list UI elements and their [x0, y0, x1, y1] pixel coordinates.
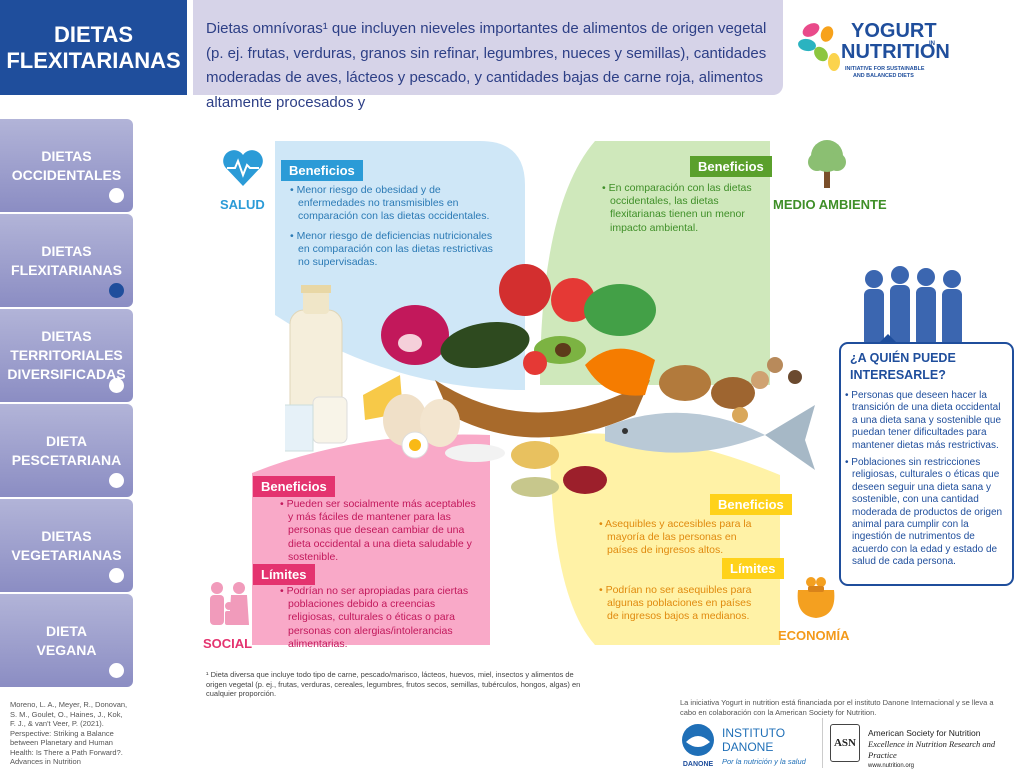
ambiente-benefits-list: • En comparación con las dietas occident…	[600, 182, 765, 241]
audience-item-2: • Poblaciones sin restricciones religios…	[845, 457, 1003, 568]
economia-benefits-chip: Beneficios	[710, 494, 792, 515]
radio-indicator	[109, 473, 124, 488]
food-basket-illustration	[285, 264, 815, 497]
social-benefit-1: • Pueden ser socialmente más aceptables …	[280, 498, 476, 563]
economia-limit-1: • Podrían no ser asequibles para algunas…	[599, 584, 752, 623]
social-limits-list: • Podrían no ser apropiadas para ciertas…	[278, 585, 483, 657]
danone-line1: INSTITUTO	[722, 726, 786, 740]
active-indicator	[109, 283, 124, 298]
sidebar-item-label: DIETAS FLEXITARIANAS	[11, 242, 122, 278]
sidebar-item-label: DIETAS OCCIDENTALES	[11, 147, 122, 183]
heart-icon	[223, 150, 263, 186]
logo-small: IN	[929, 41, 935, 47]
page-title: DIETAS FLEXITARIANAS	[0, 0, 187, 95]
divider	[822, 718, 823, 768]
sidebar-item-dietas-vegetarianas[interactable]: DIETAS VEGETARIANAS	[0, 499, 133, 592]
audience-box	[839, 342, 1014, 586]
sidebar-item-dieta-vegana[interactable]: DIETA VEGANA	[0, 594, 133, 687]
coin-purse-icon	[797, 577, 835, 618]
logo-line2: NUTRITION	[841, 41, 950, 63]
radio-indicator	[109, 663, 124, 678]
economia-panel	[550, 433, 780, 645]
audience-list: • Personas que deseen hacer la transició…	[843, 390, 1008, 574]
danone-logo: DANONE	[682, 724, 714, 768]
yogurt-in-nutrition-logo: YOGURT IN NUTRITION INITIATIVE FOR SUSTA…	[798, 20, 950, 79]
social-limit-1: • Podrían no ser apropiadas para ciertas…	[280, 585, 469, 650]
tree-icon	[808, 140, 846, 188]
audience-title: ¿A QUIÉN PUEDE INTERESARLE?	[850, 351, 956, 382]
sidebar-item-label: DIETA PESCETARIANA	[11, 432, 122, 468]
asn-url: www.nutrition.org	[868, 763, 915, 769]
sidebar-item-label: DIETAS VEGETARIANAS	[11, 527, 122, 563]
asn-logo: ASN	[830, 724, 860, 762]
sidebar-item-label: DIETAS TERRITORIALES DIVERSIFICADAS	[7, 328, 126, 382]
social-label: SOCIAL	[203, 636, 253, 651]
radio-indicator	[109, 568, 124, 583]
footnote: ¹ Dieta diversa que incluye todo tipo de…	[206, 670, 581, 698]
ambiente-label: MEDIO AMBIENTE	[773, 197, 887, 212]
salud-benefit-2: • Menor riesgo de deficiencias nutricion…	[290, 229, 493, 269]
sidebar-item-dietas-flexitarianas[interactable]: DIETAS FLEXITARIANAS	[0, 214, 133, 307]
danone-tag: Por la nutrición y la salud	[722, 757, 806, 766]
salud-benefits-chip: Beneficios	[281, 160, 363, 181]
economia-benefit-1: • Asequibles y accesibles para la mayorí…	[599, 518, 752, 557]
asn-tag: Excellence in Nutrition Research and Pra…	[868, 739, 996, 760]
economia-limits-list: • Podrían no ser asequibles para algunas…	[597, 584, 752, 630]
ambiente-benefits-chip: Beneficios	[690, 156, 772, 177]
economia-limits-chip: Límites	[722, 558, 784, 579]
sponsor-text: La iniciativa Yogurt in nutrition está f…	[680, 698, 994, 717]
radio-indicator	[109, 378, 124, 393]
salud-benefits-list: • Menor riesgo de obesidad y de enfermed…	[288, 184, 498, 275]
intro-panel	[193, 0, 783, 95]
audience-item-1: • Personas que deseen hacer la transició…	[845, 390, 1001, 451]
economia-benefits-list: • Asequibles y accesibles para la mayorí…	[597, 518, 757, 564]
asn-name: American Society for Nutrition	[868, 728, 981, 738]
logo-line1: YOGURT	[851, 20, 937, 42]
danone-small: DANONE	[683, 761, 714, 768]
danone-name: INSTITUTO DANONE	[722, 726, 785, 754]
social-benefits-list: • Pueden ser socialmente más aceptables …	[278, 498, 483, 570]
salud-label: SALUD	[220, 197, 265, 212]
social-benefits-chip: Beneficios	[253, 476, 335, 497]
economia-label: ECONOMÍA	[778, 628, 850, 643]
sidebar-item-dietas-territoriales-diversificadas[interactable]: DIETAS TERRITORIALES DIVERSIFICADAS	[0, 309, 133, 402]
sidebar-item-label: DIETA VEGANA	[36, 622, 97, 658]
family-icon	[210, 582, 249, 625]
social-limits-chip: Límites	[253, 564, 315, 585]
asn-text: American Society for Nutrition Excellenc…	[868, 728, 1024, 772]
sidebar-item-dietas-occidentales[interactable]: DIETAS OCCIDENTALES	[0, 119, 133, 212]
danone-line2: DANONE	[722, 740, 774, 754]
ambiente-benefit-1: • En comparación con las dietas occident…	[602, 182, 752, 234]
reference: Moreno, L. A., Meyer, R., Donovan, S. M.…	[10, 700, 128, 766]
salud-benefit-1: • Menor riesgo de obesidad y de enfermed…	[290, 184, 490, 223]
sidebar-item-dieta-pescetariana[interactable]: DIETA PESCETARIANA	[0, 404, 133, 497]
intro-text: Dietas omnívoras¹ que incluyen nieveles …	[206, 20, 767, 111]
people-group-icon	[864, 266, 962, 347]
radio-indicator	[109, 188, 124, 203]
audience-pointer	[878, 334, 898, 344]
